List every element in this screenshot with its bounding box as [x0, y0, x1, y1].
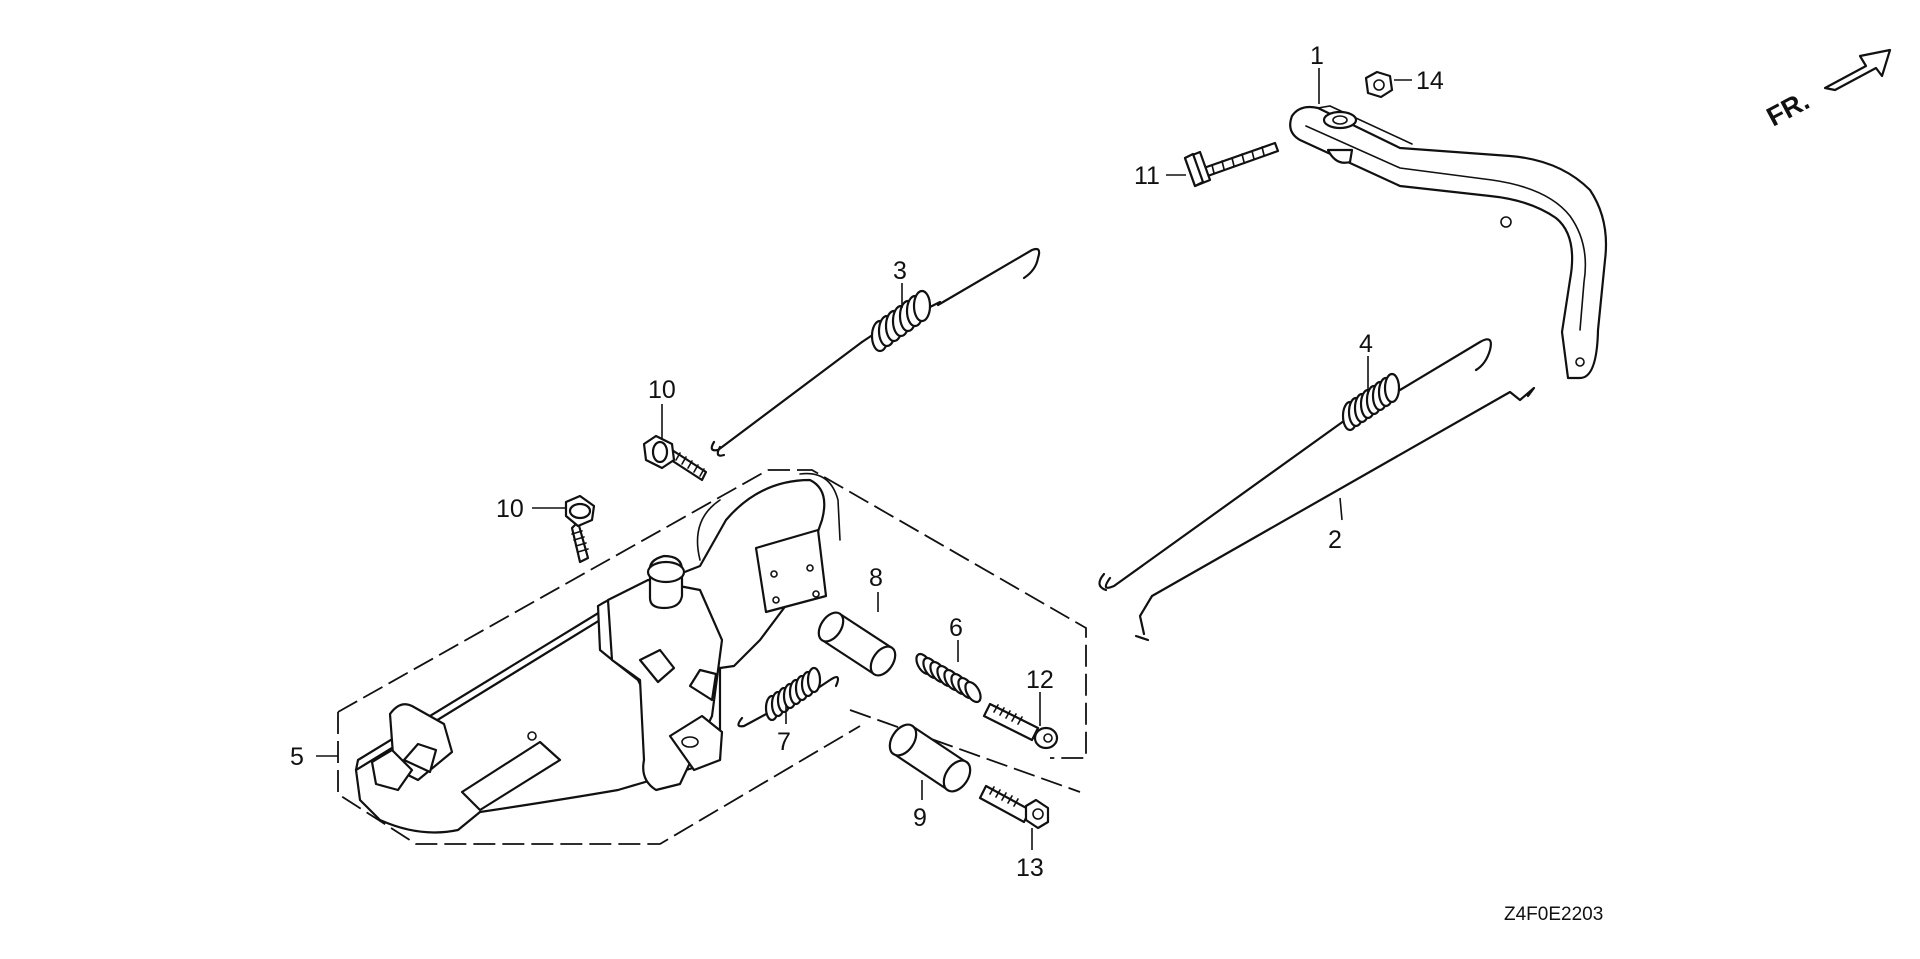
front-direction-indicator: FR. [1762, 48, 1892, 132]
bolt-12 [982, 702, 1059, 750]
flange-nut-14 [1364, 70, 1394, 99]
control-lever-1 [1289, 105, 1608, 380]
flange-bolt-10-left [564, 494, 596, 564]
control-rod-2 [1134, 386, 1536, 642]
spring-3 [710, 247, 1041, 457]
collar-9 [888, 723, 972, 793]
spring-4 [1098, 338, 1492, 592]
callout-10-upper: 10 [648, 376, 676, 404]
coil-3 [870, 289, 932, 353]
spring-7 [737, 666, 840, 728]
callout-8: 8 [869, 564, 883, 592]
coil-4 [1341, 372, 1401, 432]
assembly-outline-5 [337, 469, 1087, 845]
collar-8 [817, 611, 897, 677]
front-arrow-icon [1823, 48, 1892, 92]
callout-9: 9 [913, 804, 927, 832]
diagram-code: Z4F0E2203 [1504, 904, 1603, 925]
control-base-5 [354, 472, 841, 834]
callout-1: 1 [1310, 42, 1324, 70]
callout-7: 7 [777, 728, 791, 756]
bolt-11 [1183, 141, 1280, 188]
callout-6: 6 [949, 614, 963, 642]
callout-labels: 1 14 11 3 4 2 10 10 8 6 12 7 5 9 13 [290, 42, 1444, 882]
front-label: FR. [1762, 85, 1814, 132]
callout-2: 2 [1328, 526, 1342, 554]
callout-5: 5 [290, 743, 304, 771]
callout-14: 14 [1416, 67, 1444, 95]
leader-lines [316, 68, 1412, 850]
callout-10-left: 10 [496, 495, 524, 523]
callout-13: 13 [1016, 854, 1044, 882]
callout-3: 3 [893, 257, 907, 285]
spring-6 [915, 652, 982, 704]
flange-bolt-10-upper [642, 434, 708, 482]
callout-12: 12 [1026, 666, 1054, 694]
callout-4: 4 [1359, 330, 1373, 358]
callout-11: 11 [1134, 162, 1160, 190]
bolt-13 [978, 784, 1050, 830]
